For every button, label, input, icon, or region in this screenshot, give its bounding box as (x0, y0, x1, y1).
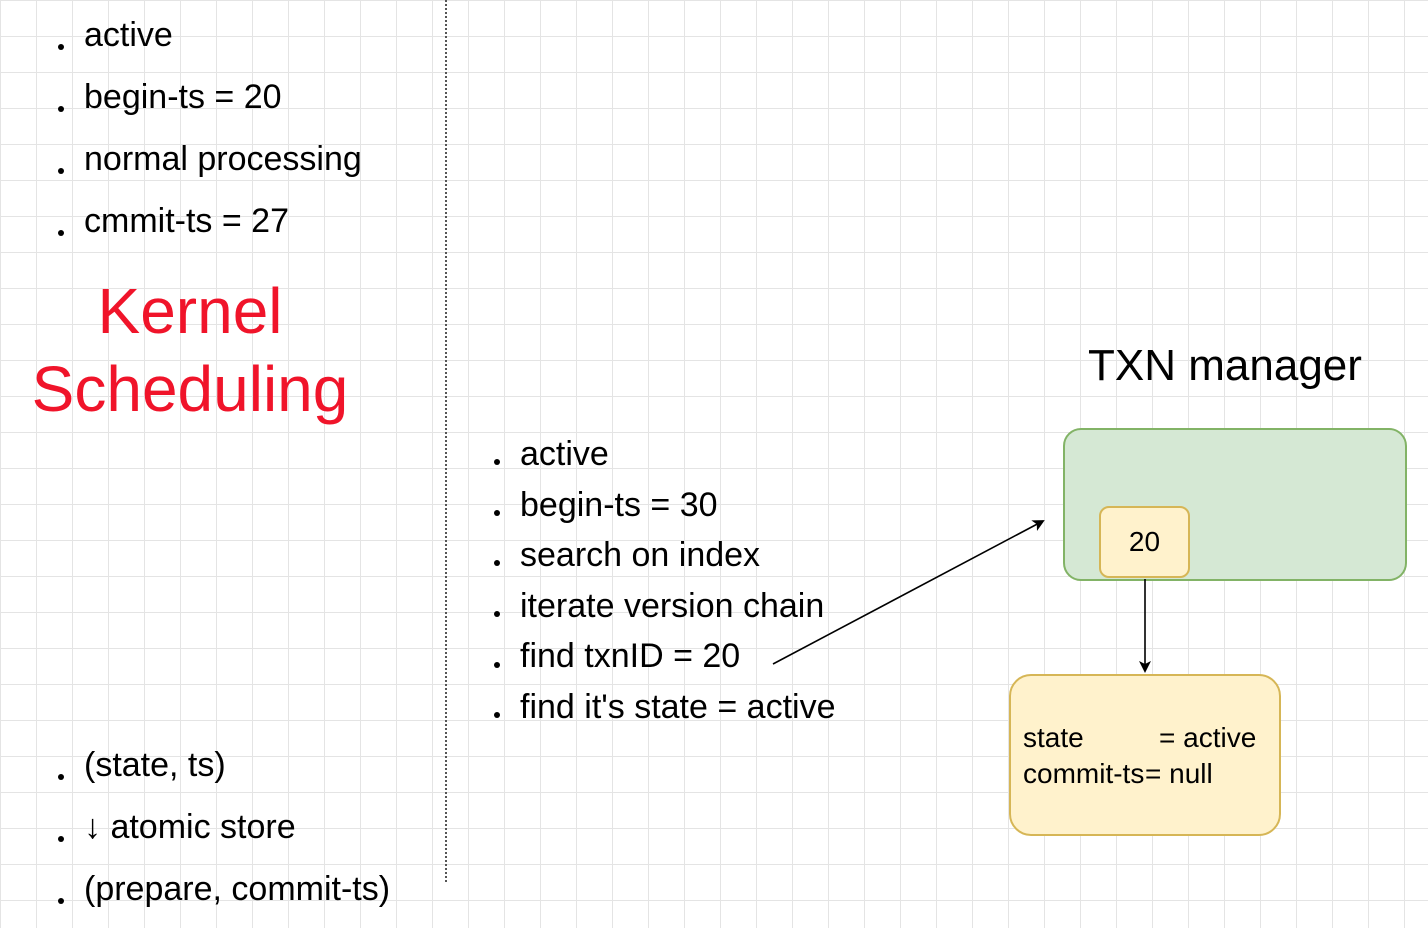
state-value: = active (1159, 722, 1257, 753)
txn-manager-title: TXN manager (1088, 341, 1362, 390)
list-item: begin-ts = 20 (58, 74, 362, 136)
list-item: iterate version chain (494, 585, 835, 636)
list-item: ↓ atomic store (58, 804, 390, 866)
commit-ts-key: commit-ts (1023, 758, 1145, 789)
list-item: (state, ts) (58, 742, 390, 804)
left-top-bullet-list: active begin-ts = 20 normal processing c… (58, 12, 362, 260)
list-item: active (494, 433, 835, 484)
find-txn-arrow (772, 520, 1045, 665)
txn-id-box[interactable]: 20 (1099, 506, 1190, 578)
list-item: begin-ts = 30 (494, 484, 835, 535)
commit-ts-value: = null (1145, 758, 1213, 789)
left-bottom-bullet-list: (state, ts) ↓ atomic store (prepare, com… (58, 742, 390, 928)
state-key: state (1023, 722, 1084, 753)
list-item: cmmit-ts = 27 (58, 198, 362, 260)
commit-ts-row: commit-ts = null (1023, 756, 1279, 792)
txn-state-box[interactable]: state = active commit-ts = null (1009, 674, 1281, 836)
list-item: active (58, 12, 362, 74)
list-item: (prepare, commit-ts) (58, 866, 390, 928)
list-item: find it's state = active (494, 686, 835, 737)
kernel-scheduling-label: Kernel Scheduling (10, 272, 370, 428)
kernel-label-line-1: Kernel (97, 275, 283, 347)
dotted-divider (445, 0, 447, 882)
list-item: normal processing (58, 136, 362, 198)
list-item: search on index (494, 534, 835, 585)
middle-bullet-list: active begin-ts = 30 search on index ite… (494, 433, 835, 737)
kernel-label-line-2: Scheduling (31, 353, 349, 425)
list-item: find txnID = 20 (494, 635, 835, 686)
state-row: state = active (1023, 720, 1279, 756)
txn-id-label: 20 (1128, 526, 1161, 557)
